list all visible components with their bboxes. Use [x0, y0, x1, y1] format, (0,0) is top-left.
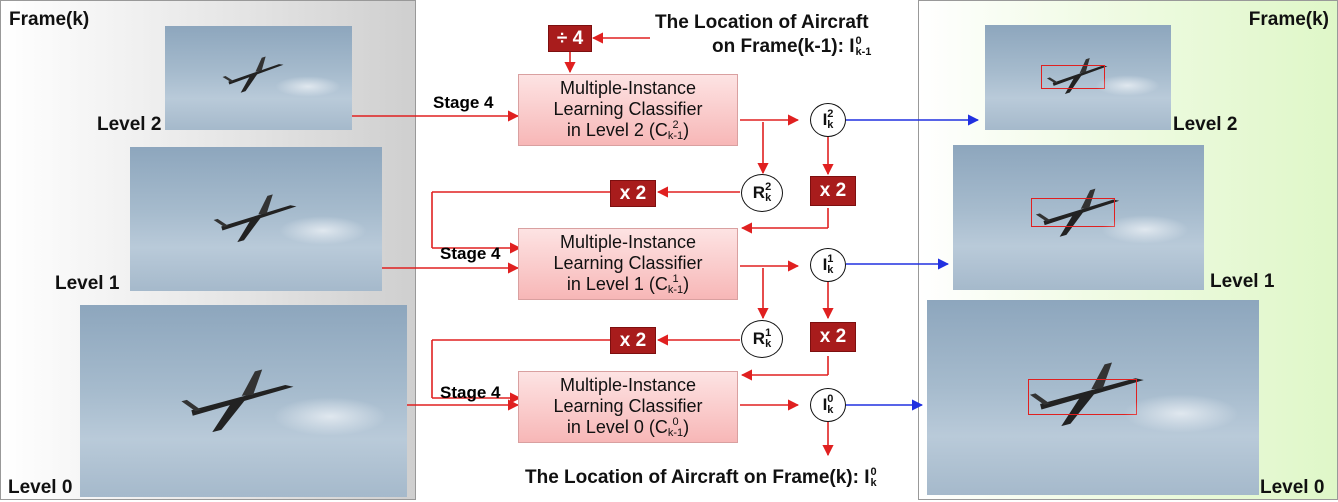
aircraft-icon [1046, 57, 1108, 95]
right-image-level2 [985, 25, 1171, 130]
classifier-close: ) [683, 120, 690, 141]
classifier-line2: Learning Classifier [553, 395, 703, 416]
classifier-level1: Multiple-Instance Learning Classifier in… [518, 228, 738, 300]
classifier-close: ) [683, 274, 690, 295]
symbol-sup: 0 [870, 466, 877, 478]
classifier-line3-text: in Level 1 (C [566, 274, 668, 295]
classifier-sub: k-1 [667, 427, 684, 440]
right-panel-title: Frame(k) [1248, 9, 1329, 30]
final-location-label: The Location of Aircraft on Frame(k): [525, 467, 865, 489]
left-label-level2: Level 2 [97, 114, 162, 135]
aircraft-icon [213, 194, 297, 243]
symbol-sup: 1 [827, 253, 834, 265]
previous-location-text: The Location of Aircraft [655, 13, 869, 32]
symbol-sub: k [765, 192, 772, 204]
symbol-sub: k [765, 338, 772, 350]
right-label-level0: Level 0 [1260, 477, 1325, 498]
classifier-line2: Learning Classifier [553, 252, 703, 273]
classifier-sup: 0 [672, 416, 679, 429]
symbol-sub: k [827, 119, 834, 131]
aircraft-icon [1029, 362, 1144, 427]
symbol-sub: k [827, 264, 834, 276]
symbol-sub: k [870, 477, 877, 489]
aircraft-icon [181, 369, 294, 433]
symbol-I: I [822, 110, 828, 129]
stage-label-level2: Stage 4 [433, 93, 494, 112]
classifier-line3-text: in Level 2 (C [566, 120, 668, 141]
symbol-I: I [849, 36, 855, 58]
previous-location-line2: on Frame(k-1): [712, 36, 850, 58]
left-image-level0 [80, 305, 407, 497]
stage-label-level1: Stage 4 [440, 244, 501, 263]
previous-location-line1: The Location of Aircraft [655, 12, 869, 33]
right-image-level0 [927, 300, 1259, 495]
symbol-sub: k-1 [855, 46, 872, 58]
symbol-I: I [822, 395, 828, 414]
symbol-sup: 0 [827, 393, 834, 405]
symbol-sub: k [827, 404, 834, 416]
symbol-sup: 2 [827, 108, 834, 120]
classifier-level0: Multiple-Instance Learning Classifier in… [518, 371, 738, 443]
symbol-sup: 0 [855, 35, 862, 47]
classifier-line1: Multiple-Instance [559, 374, 697, 395]
left-image-level2 [165, 26, 352, 130]
classifier-sup: 1 [672, 273, 679, 286]
classifier-close: ) [683, 417, 690, 438]
tracking-bounding-box [1041, 65, 1105, 89]
symbol-R: R [752, 183, 766, 202]
stage-label-level0: Stage 4 [440, 383, 501, 402]
symbol-R: R [752, 329, 766, 348]
right-label-level2: Level 2 [1173, 114, 1238, 135]
symbol-sup: 1 [765, 327, 772, 339]
multiply-2-box-r2: x 2 [610, 180, 656, 207]
left-label-level0: Level 0 [8, 477, 73, 498]
multiply-2-box-r1: x 2 [610, 327, 656, 354]
classifier-line2: Learning Classifier [553, 98, 703, 119]
symbol-I: I [822, 255, 828, 274]
symbol-sup: 2 [765, 181, 772, 193]
left-image-level1 [130, 147, 382, 291]
multiply-2-box-i1: x 2 [810, 322, 856, 352]
tracking-bounding-box [1031, 198, 1115, 227]
classifier-line1: Multiple-Instance [559, 77, 697, 98]
classifier-sub: k-1 [667, 284, 684, 297]
classifier-sub: k-1 [667, 130, 684, 143]
aircraft-icon [222, 56, 284, 93]
symbol-I: I [864, 467, 870, 489]
multiply-2-box-i2: x 2 [810, 176, 856, 206]
classifier-line3-text: in Level 0 (C [566, 417, 668, 438]
classifier-level2: Multiple-Instance Learning Classifier in… [518, 74, 738, 146]
right-image-level1 [953, 145, 1204, 290]
left-panel-title: Frame(k) [9, 9, 90, 30]
tracking-bounding-box [1028, 379, 1137, 415]
divide-by-4-box: ÷ 4 [548, 25, 592, 52]
classifier-sup: 2 [672, 119, 679, 132]
classifier-line1: Multiple-Instance [559, 231, 697, 252]
right-label-level1: Level 1 [1210, 271, 1275, 292]
left-label-level1: Level 1 [55, 273, 120, 294]
